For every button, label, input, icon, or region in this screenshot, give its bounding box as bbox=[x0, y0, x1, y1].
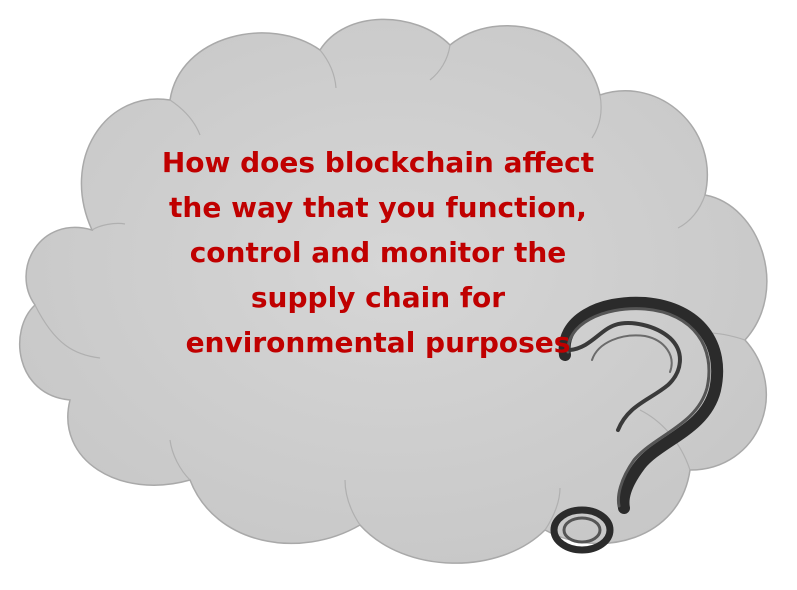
question-line-5: environmental purposes bbox=[185, 326, 571, 359]
cloud-crease-lines bbox=[34, 44, 746, 531]
question-text: How does blockchain affect the way that … bbox=[118, 140, 638, 365]
question-line-3: control and monitor the bbox=[189, 236, 567, 269]
question-line-2: the way that you function, bbox=[169, 191, 587, 224]
cloud-shape bbox=[18, 18, 768, 564]
question-line-1: How does blockchain affect bbox=[161, 146, 595, 179]
question-mark-icon bbox=[550, 296, 724, 554]
question-line-4: supply chain for bbox=[250, 281, 506, 314]
question-mark-dot bbox=[550, 506, 614, 554]
